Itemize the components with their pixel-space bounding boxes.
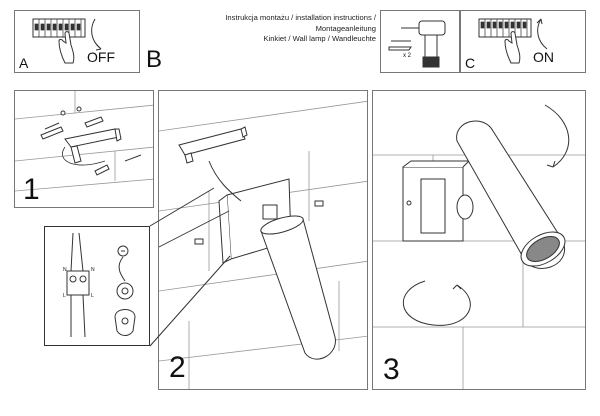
step-2-number: 2: [169, 351, 186, 384]
wire-l-right: L: [91, 293, 94, 299]
screw-icon: [44, 122, 60, 130]
panel-a-letter: A: [19, 55, 29, 71]
screw-count: x 2: [403, 53, 412, 59]
panel-b-letter: B: [146, 46, 163, 73]
wall-plug-icon: [84, 116, 104, 128]
terminal-block-icon: [66, 232, 136, 338]
screw-icon: [194, 238, 204, 245]
rotate-arrow-icon: [402, 104, 570, 326]
wall-plug-icon: [40, 126, 64, 140]
wire-n-left: N: [63, 267, 67, 273]
tools-panel: x 2: [380, 10, 460, 73]
step-1-panel: 1: [14, 90, 154, 208]
drill-icon: [388, 20, 446, 68]
screw-icon: [314, 200, 324, 207]
off-label: OFF: [87, 49, 115, 65]
wall-plug-icon: [94, 164, 110, 176]
step-2-panel: 2: [158, 90, 368, 390]
fuse-box-on-icon: [478, 18, 548, 64]
panel-c-letter: C: [465, 55, 476, 71]
panel-a-power-off: A OFF: [14, 10, 140, 73]
header-title: Instrukcja montażu / installation instru…: [225, 13, 376, 33]
step-3-illustration: [373, 104, 585, 389]
panel-c-power-on: C ON: [460, 10, 586, 73]
ground-symbol-icon: [117, 245, 129, 257]
on-label: ON: [533, 49, 554, 65]
fuse-box-off-icon: [32, 18, 102, 64]
step-3-panel: 3: [372, 90, 586, 390]
step-3-number: 3: [383, 353, 400, 386]
wire-n-right: N: [91, 267, 95, 273]
header-text: Instrukcja montażu / installation instru…: [176, 13, 376, 45]
wiring-detail-inset: N L N L: [44, 226, 150, 346]
step-1-number: 1: [23, 173, 40, 206]
step-1-illustration: [15, 91, 153, 192]
step-2-illustration: [159, 100, 367, 389]
wire-l-left: L: [63, 293, 66, 299]
header-subtitle: Kinkiet / Wall lamp / Wandleuchte: [263, 34, 376, 43]
screw-icon: [124, 154, 142, 162]
wall-plug-icon: [388, 46, 412, 51]
